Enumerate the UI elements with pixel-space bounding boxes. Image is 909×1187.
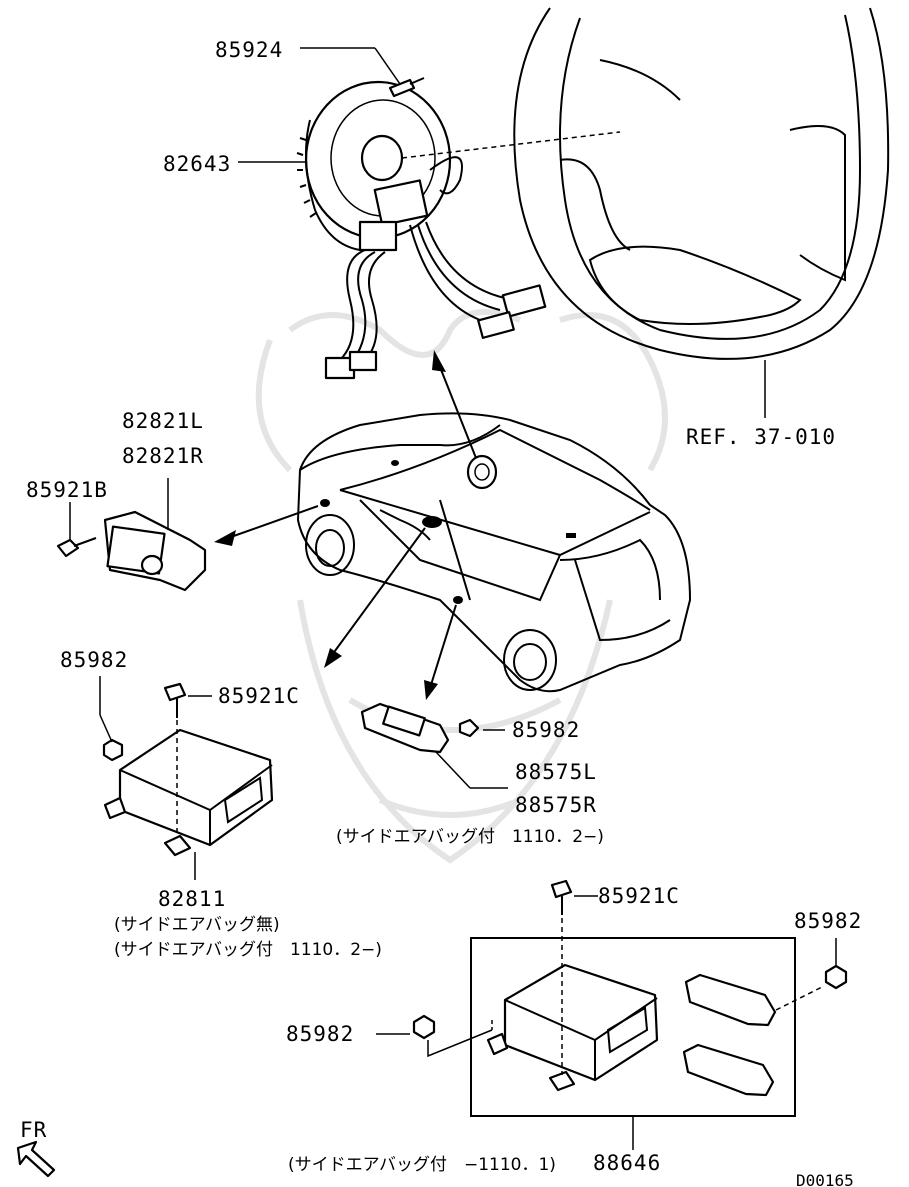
steering-wheel xyxy=(513,7,890,418)
label-88646: 88646 xyxy=(593,1151,661,1175)
fr-label: FR xyxy=(20,1118,47,1142)
label-82821L: 82821L xyxy=(122,409,204,433)
note-side-airbag-without: (サイドエアバッグ無) xyxy=(114,915,280,935)
label-85982-a: 85982 xyxy=(60,648,128,672)
vehicle-body xyxy=(296,412,692,693)
label-85921C-b: 85921C xyxy=(598,884,680,908)
label-82811: 82811 xyxy=(158,887,226,911)
location-arrows xyxy=(214,350,477,700)
label-85982-b: 85982 xyxy=(512,718,580,742)
label-85982-d: 85982 xyxy=(286,1022,354,1046)
ref-label: REF. 37-010 xyxy=(686,425,836,449)
note-side-airbag-88646: (サイドエアバッグ付 −1110．1) xyxy=(288,1155,556,1175)
screw-85924 xyxy=(300,47,425,98)
front-direction-arrow xyxy=(16,1140,56,1178)
label-85924: 85924 xyxy=(215,38,283,62)
label-82643: 82643 xyxy=(163,152,231,176)
note-side-airbag-88575: (サイドエアバッグ付 1110．2−) xyxy=(336,827,604,847)
label-88575L: 88575L xyxy=(515,760,597,784)
label-85921B: 85921B xyxy=(26,478,108,502)
impact-sensor-82821 xyxy=(56,478,207,592)
side-sensor-88575 xyxy=(360,702,508,789)
airbag-control-unit-82811 xyxy=(99,676,274,880)
clock-spring-82643 xyxy=(296,80,621,380)
label-82821R: 82821R xyxy=(122,444,204,468)
label-85982-c: 85982 xyxy=(794,909,862,933)
note-side-airbag-82811: (サイドエアバッグ付 1110．2−) xyxy=(114,940,382,960)
watermark-crest xyxy=(255,309,668,864)
label-85921C-a: 85921C xyxy=(218,684,300,708)
diagram-id: D00165 xyxy=(796,1171,854,1187)
assembly-88646 xyxy=(376,879,848,1150)
label-88575R: 88575R xyxy=(515,793,597,817)
